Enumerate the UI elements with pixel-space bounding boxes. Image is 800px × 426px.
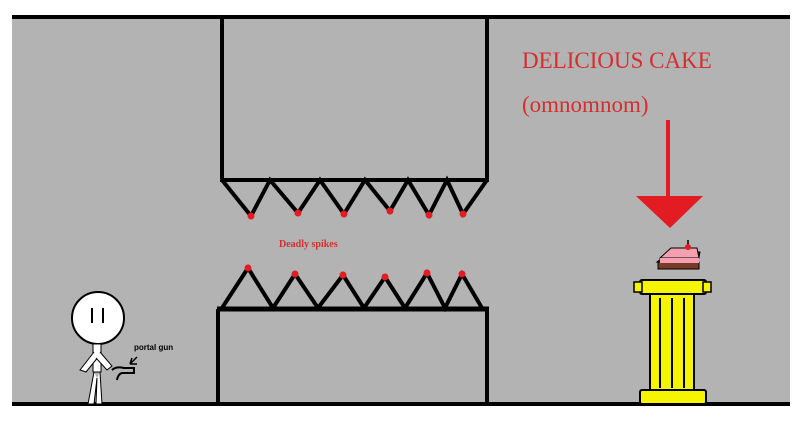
portal-gun-icon[interactable] bbox=[111, 356, 138, 381]
spike-tip bbox=[339, 271, 347, 279]
cake-subtitle: (omnomnom) bbox=[522, 92, 649, 117]
spike-tip bbox=[458, 270, 466, 278]
spike-tip bbox=[244, 264, 252, 272]
spike-tip bbox=[425, 211, 433, 219]
portal-gun-label: portal gun bbox=[134, 343, 173, 352]
cake-title: DELICIOUS CAKE bbox=[522, 48, 712, 73]
deadly-spikes-label: Deadly spikes bbox=[279, 239, 338, 250]
spike-tip bbox=[340, 210, 348, 218]
spike-tip bbox=[386, 207, 394, 215]
stick-figure-icon[interactable] bbox=[71, 291, 125, 405]
spike-tip bbox=[291, 270, 299, 278]
lower-spikes bbox=[220, 264, 484, 313]
spike-tip bbox=[381, 273, 389, 281]
spike-tip bbox=[459, 210, 467, 218]
upper-spikes bbox=[220, 175, 489, 220]
spike-tip bbox=[294, 209, 302, 217]
spike-tip bbox=[423, 269, 431, 277]
spike-tip bbox=[247, 212, 255, 220]
cake-pedestal bbox=[633, 279, 712, 405]
cake-icon[interactable] bbox=[655, 240, 701, 270]
upper-crusher bbox=[220, 17, 489, 182]
down-arrow-icon bbox=[636, 120, 703, 228]
